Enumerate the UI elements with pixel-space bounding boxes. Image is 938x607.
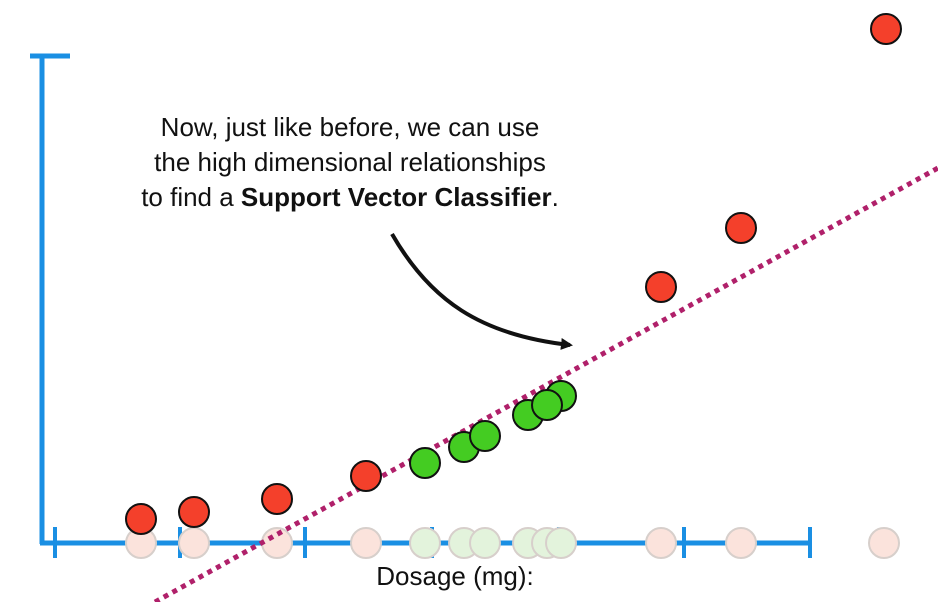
red-point — [178, 496, 210, 528]
faded-green-point — [409, 527, 441, 559]
y-axis — [30, 53, 70, 544]
faded-red-point — [725, 527, 757, 559]
curved-arrow-icon — [390, 233, 573, 350]
annotation-text: Now, just like before, we can use the hi… — [60, 110, 640, 215]
annotation-line-3-prefix: to find a — [141, 182, 241, 212]
red-point — [870, 13, 902, 45]
green-point — [469, 420, 501, 452]
annotation-line-3-suffix: . — [551, 182, 559, 212]
faded-red-point — [178, 527, 210, 559]
annotation-line-2: the high dimensional relationships — [154, 147, 546, 177]
annotation-line-1: Now, just like before, we can use — [160, 112, 540, 142]
red-point — [261, 483, 293, 515]
red-point — [725, 212, 757, 244]
red-point — [125, 503, 157, 535]
green-point — [531, 389, 563, 421]
faded-red-point — [868, 527, 900, 559]
annotation-line-3: to find a Support Vector Classifier. — [60, 180, 640, 215]
x-axis-label: Dosage (mg): — [376, 561, 534, 591]
faded-green-point — [545, 527, 577, 559]
lifted-points — [125, 13, 902, 535]
faded-green-point — [469, 527, 501, 559]
annotation-bold-term: Support Vector Classifier — [240, 182, 552, 212]
faded-red-point — [350, 527, 382, 559]
red-point — [645, 271, 677, 303]
faded-red-point — [645, 527, 677, 559]
green-point — [409, 447, 441, 479]
red-point — [350, 460, 382, 492]
